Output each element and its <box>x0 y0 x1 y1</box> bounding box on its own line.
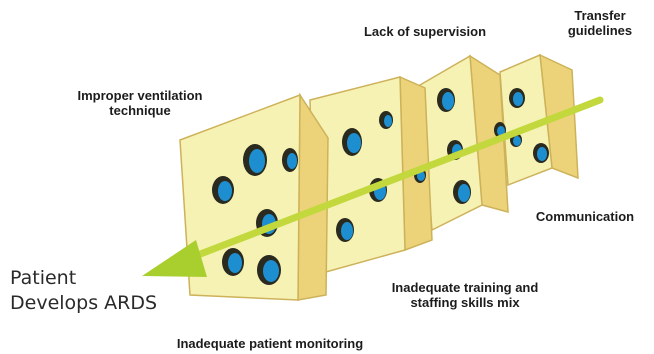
outcome-label: Patient Develops ARDS <box>10 266 157 316</box>
label-communication: Communication <box>520 209 650 224</box>
hole <box>537 147 547 161</box>
hole <box>228 253 242 273</box>
hole <box>287 153 297 169</box>
hole <box>513 92 523 106</box>
label-inadequate-monitoring: Inadequate patient monitoring <box>140 336 400 351</box>
hole <box>442 92 454 110</box>
label-lack-of-supervision: Lack of supervision <box>350 24 500 39</box>
label-inadequate-training: Inadequate training and staffing skills … <box>365 280 565 310</box>
hole <box>249 149 265 173</box>
hole <box>341 222 353 240</box>
hole <box>263 260 279 282</box>
hole <box>347 133 361 153</box>
hole <box>384 115 392 127</box>
label-improper-ventilation: Improper ventilation technique <box>60 88 220 118</box>
hole <box>458 184 470 202</box>
hole <box>513 136 521 146</box>
hole <box>218 181 232 201</box>
label-transfer-guidelines: Transfer guidelines <box>550 8 650 38</box>
cheese-slice-2 <box>310 77 432 275</box>
